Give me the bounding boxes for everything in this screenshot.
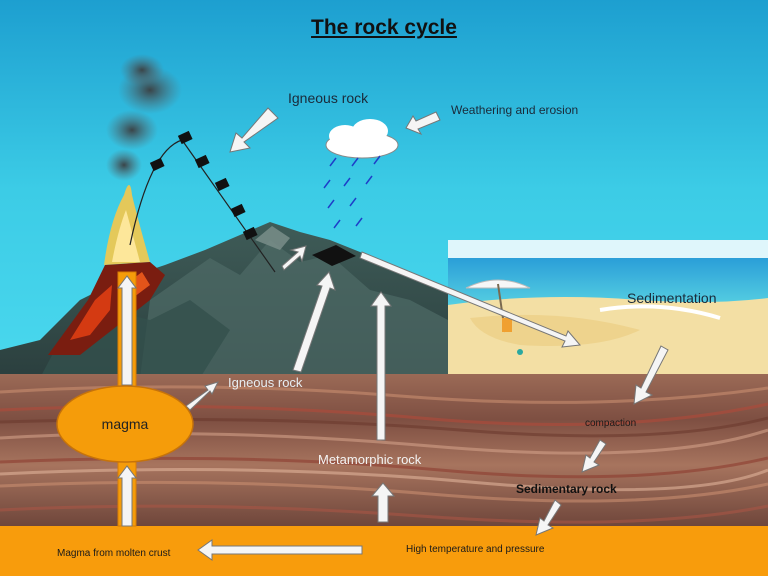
rain-drops xyxy=(323,155,381,229)
beach-scene xyxy=(448,240,768,375)
magma-column-arrows xyxy=(117,275,137,527)
arrow-igneous-up xyxy=(292,271,336,373)
label-weathering-erosion: Weathering and erosion xyxy=(451,103,579,117)
label-igneous-rock-mid: Igneous rock xyxy=(228,375,303,390)
label-high-temperature: High temperature and pressure xyxy=(406,544,545,555)
arrow-to-sedimentary xyxy=(581,439,607,473)
arrow-to-weathering xyxy=(405,111,441,136)
label-igneous-rock-top: Igneous rock xyxy=(288,90,369,106)
arrow-metamorphic-up xyxy=(370,291,392,441)
arrow-temp-up xyxy=(370,482,396,523)
arrow-to-bottom xyxy=(535,499,562,536)
arrow-to-igneous-top xyxy=(229,107,279,153)
arrow-to-sedimentation xyxy=(359,251,581,348)
arrow-to-peak xyxy=(281,245,307,271)
page-title: The rock cycle xyxy=(311,16,457,39)
label-sedimentation: Sedimentation xyxy=(627,290,717,306)
arrow-to-molten xyxy=(197,539,363,561)
label-sedimentary-rock: Sedimentary rock xyxy=(516,482,617,496)
eruption-trajectory xyxy=(129,130,356,273)
label-compaction: compaction xyxy=(585,418,637,429)
arrow-to-compaction xyxy=(633,345,669,405)
process-arrows xyxy=(185,107,669,561)
label-molten-crust: Magma from molten crust xyxy=(57,548,171,559)
label-magma: magma xyxy=(101,416,149,432)
label-metamorphic-rock: Metamorphic rock xyxy=(318,452,422,467)
cloud-icon xyxy=(325,119,399,159)
arrow-magma-to-igneous xyxy=(185,381,219,411)
magma-chamber xyxy=(56,385,194,463)
molten-band xyxy=(0,526,768,576)
